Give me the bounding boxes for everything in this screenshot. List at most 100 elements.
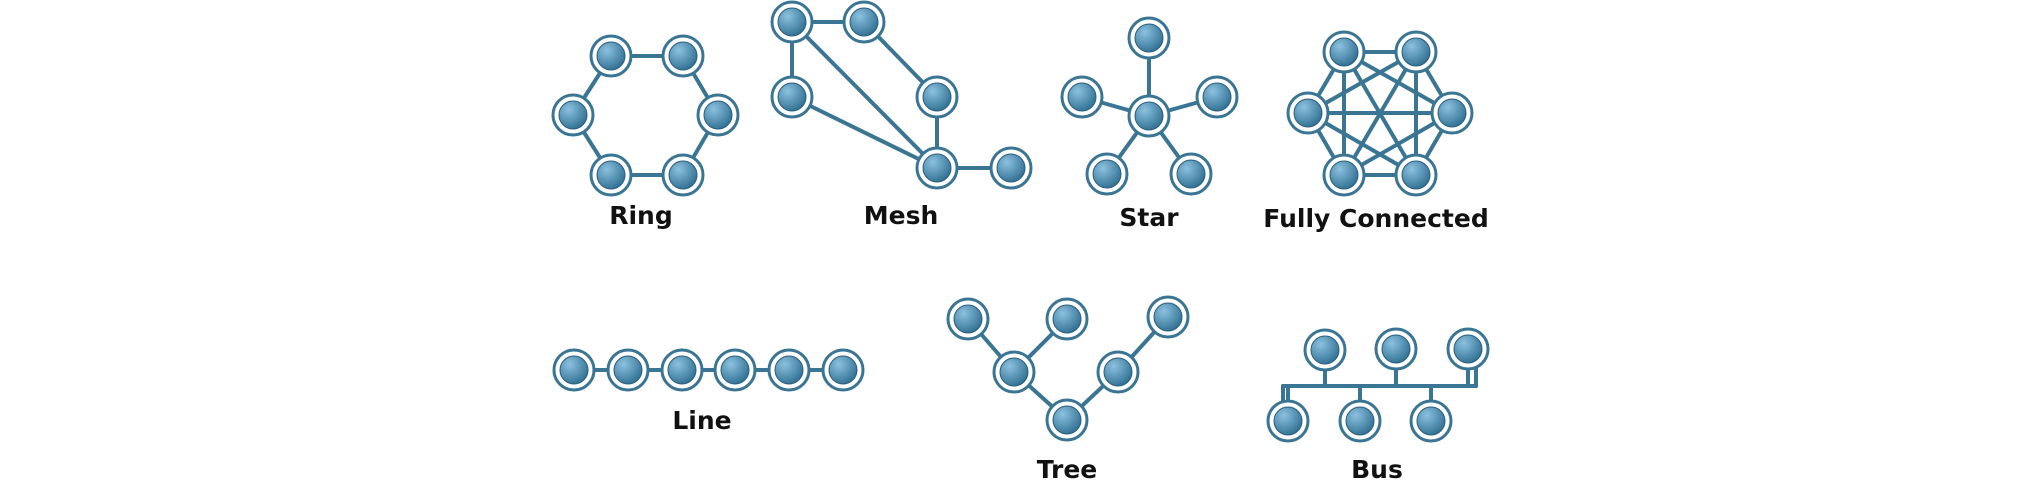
fully-connected-node-0 [1322, 30, 1366, 74]
line-label: Line [672, 406, 731, 435]
star-node-4-core [1092, 159, 1122, 189]
star-node-3-core [1202, 82, 1232, 112]
star-topology [1060, 16, 1239, 196]
star-label: Star [1119, 203, 1179, 232]
mesh-edge-2 [790, 20, 939, 170]
star-node-5 [1169, 152, 1213, 196]
star-node-4 [1085, 152, 1129, 196]
tree-node-0 [1045, 398, 1089, 442]
mesh-node-0-core [777, 7, 807, 37]
fully-connected-node-1 [1394, 30, 1438, 74]
bus-node-top-1 [1374, 327, 1418, 371]
tree-node-5-core [1153, 302, 1183, 332]
ring-node-0-core [596, 41, 626, 71]
mesh-node-3-core [922, 82, 952, 112]
line-node-3-core [720, 355, 750, 385]
line-node-4-core [774, 355, 804, 385]
fully-connected-node-2-core [1437, 98, 1467, 128]
bus-node-bottom-2 [1409, 399, 1453, 443]
tree-topology [946, 295, 1190, 442]
fully-connected-node-3 [1394, 153, 1438, 197]
line-node-0 [552, 348, 596, 392]
tree-node-5 [1146, 295, 1190, 339]
ring-node-5-core [558, 100, 588, 130]
line-node-4 [767, 348, 811, 392]
tree-node-4-core [1052, 304, 1082, 334]
tree-node-3 [946, 297, 990, 341]
star-node-0 [1127, 94, 1171, 138]
tree-label: Tree [1037, 455, 1098, 482]
mesh-node-5 [989, 146, 1033, 190]
ring-node-2 [696, 93, 740, 137]
mesh-node-0 [770, 0, 814, 44]
fully-connected-node-4 [1322, 153, 1366, 197]
mesh-node-2-core [777, 82, 807, 112]
fully-connected-node-2 [1430, 91, 1474, 135]
ring-node-4 [589, 153, 633, 197]
mesh-node-2 [770, 75, 814, 119]
fully-connected-node-1-core [1401, 37, 1431, 67]
star-node-2 [1060, 75, 1104, 119]
tree-node-4 [1045, 297, 1089, 341]
line-node-1 [606, 348, 650, 392]
tree-node-0-core [1052, 405, 1082, 435]
star-node-2-core [1067, 82, 1097, 112]
tree-node-3-core [953, 304, 983, 334]
mesh-node-5-core [996, 153, 1026, 183]
fully-connected-node-4-core [1329, 160, 1359, 190]
line-node-5 [821, 348, 865, 392]
ring-node-1 [661, 34, 705, 78]
fully-connected-node-0-core [1329, 37, 1359, 67]
mesh-node-1-core [849, 7, 879, 37]
ring-node-5 [551, 93, 595, 137]
bus-node-bottom-0-core [1273, 406, 1303, 436]
line-node-2 [660, 348, 704, 392]
star-node-5-core [1176, 159, 1206, 189]
ring-topology [551, 34, 740, 197]
bus-node-top-2 [1446, 327, 1490, 371]
fully-connected-label: Fully Connected [1263, 204, 1488, 233]
line-node-5-core [828, 355, 858, 385]
bus-node-top-1-core [1381, 334, 1411, 364]
mesh-topology [770, 0, 1033, 190]
line-node-1-core [613, 355, 643, 385]
bus-topology [1266, 327, 1490, 443]
tree-node-1 [992, 350, 1036, 394]
ring-node-3 [661, 153, 705, 197]
ring-node-1-core [668, 41, 698, 71]
mesh-edge-5 [790, 95, 939, 170]
mesh-node-4-core [922, 153, 952, 183]
bus-node-bottom-2-core [1416, 406, 1446, 436]
fully-connected-node-5-core [1293, 98, 1323, 128]
mesh-node-4 [915, 146, 959, 190]
tree-node-2 [1096, 350, 1140, 394]
star-node-3 [1195, 75, 1239, 119]
ring-label: Ring [609, 201, 673, 230]
ring-node-0 [589, 34, 633, 78]
mesh-label: Mesh [864, 201, 939, 230]
line-topology [552, 348, 865, 392]
mesh-node-1 [842, 0, 886, 44]
star-node-1 [1127, 16, 1171, 60]
bus-node-top-0-core [1310, 335, 1340, 365]
tree-node-2-core [1103, 357, 1133, 387]
bus-node-bottom-0 [1266, 399, 1310, 443]
bus-label: Bus [1351, 455, 1403, 482]
bus-node-bottom-1-core [1345, 406, 1375, 436]
star-node-0-core [1134, 101, 1164, 131]
line-node-3 [713, 348, 757, 392]
bus-node-bottom-1 [1338, 399, 1382, 443]
tree-node-1-core [999, 357, 1029, 387]
ring-node-2-core [703, 100, 733, 130]
star-node-1-core [1134, 23, 1164, 53]
fully-connected-topology [1286, 30, 1474, 197]
fully-connected-node-5 [1286, 91, 1330, 135]
line-node-2-core [667, 355, 697, 385]
fully-connected-node-3-core [1401, 160, 1431, 190]
ring-node-4-core [596, 160, 626, 190]
bus-node-top-2-core [1453, 334, 1483, 364]
line-node-0-core [559, 355, 589, 385]
bus-node-top-0 [1303, 328, 1347, 372]
mesh-node-3 [915, 75, 959, 119]
